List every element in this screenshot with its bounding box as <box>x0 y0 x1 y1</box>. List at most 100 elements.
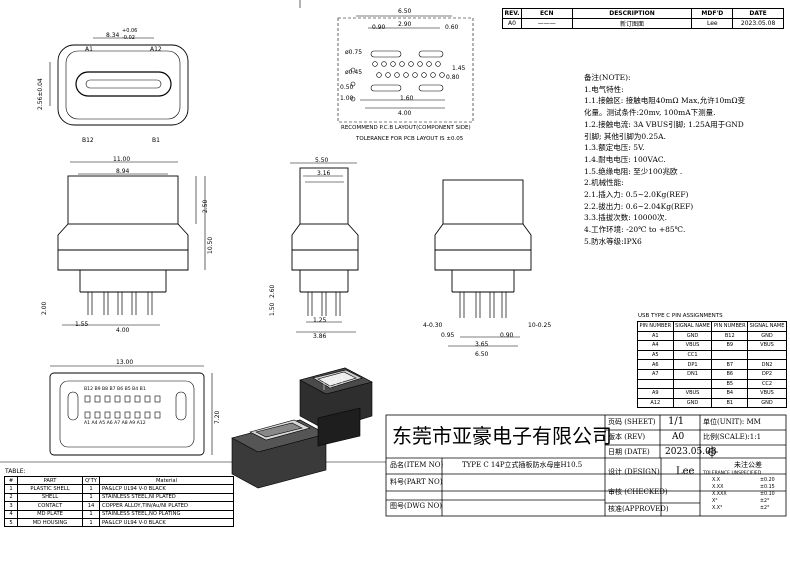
pin-cell <box>672 378 713 390</box>
revision-row: A0 ——— 新订图面 Lee 2023.05.08 <box>502 18 784 29</box>
tolerance-title: 未注公差 <box>734 461 762 469</box>
dim-400: 4.00 <box>398 110 412 117</box>
parts-header: Q'TY <box>82 475 100 486</box>
approved-label: 核准(APPROVED) <box>608 505 669 513</box>
sheet-label: 页码 (SHEET) <box>608 418 656 426</box>
item-value: TYPE C 14P立式插板防水母座H10.5 <box>462 461 583 469</box>
body-width-1: 11.00 <box>113 156 131 163</box>
right-dim-a: 0.95 <box>441 332 455 339</box>
scale-label: 比例(SCALE):1:1 <box>703 433 762 441</box>
note-line: 2.2.拔出力: 0.6~2.04Kg(REF) <box>584 201 694 211</box>
right-dim-c: 3.65 <box>475 341 489 348</box>
pin-header: PIN NUMBER <box>637 321 674 332</box>
description-cell: 新订图面 <box>571 18 693 29</box>
parts-cell: 3 <box>4 501 18 511</box>
parts-cell: 1 <box>4 484 18 494</box>
tolerance-value: ±0.15 <box>760 485 775 490</box>
rev-cell: A0 <box>502 18 522 29</box>
parts-cell: MD HOUSING <box>17 517 83 528</box>
pin-cell: GND <box>747 397 787 409</box>
notes-block: 备注(NOTE): 1.电气特性: 1.1.接触区: 接触电阻40mΩ Max,… <box>584 72 784 248</box>
pin-cell: CC1 <box>672 349 713 361</box>
side-pin-2: 1.50 <box>269 302 276 316</box>
rev-label: 版本 (REV) <box>608 433 646 441</box>
pin-cell: B1 <box>711 397 749 409</box>
dim-290: 2.90 <box>398 21 412 28</box>
front-width: 8.34 <box>106 32 120 39</box>
tolerance-key: X° <box>712 499 718 504</box>
tolerance-value: ±2° <box>760 506 770 511</box>
dim-650: 6.50 <box>398 8 412 15</box>
pin-cell: A6 <box>637 359 674 370</box>
date-cell: 2023.05.08 <box>732 18 784 29</box>
pin-cell: B7 <box>711 359 749 370</box>
front-tol-dn: -0.02 <box>122 35 135 41</box>
pin-cell: DN2 <box>747 359 787 370</box>
front-height: 2.56±0.04 <box>37 78 44 110</box>
pin-cell: GND <box>747 330 787 342</box>
revision-header-row: REV. ECN DESCRIPTION MDF'D DATE <box>502 8 784 19</box>
parts-cell: PA&LCP UL94 V-0 BLACK <box>99 517 234 528</box>
pin-cell: B5 <box>711 378 749 390</box>
body-pin-h: 2.00 <box>41 301 48 315</box>
pin-cell: A9 <box>637 388 674 399</box>
note-line: 1.电气特性: <box>584 84 624 94</box>
design-value: Lee <box>676 466 695 477</box>
dim-075: ø0.75 <box>345 49 363 56</box>
dim-080: 0.80 <box>446 74 460 81</box>
pin-cell: VBUS <box>672 388 713 399</box>
tolerance-key: X.X <box>712 478 721 483</box>
date-header: DATE <box>732 8 784 19</box>
design-label: 设计 (DESIGN) <box>608 468 660 476</box>
pin-cell: GND <box>672 330 713 342</box>
body-base-2: 4.00 <box>116 327 130 334</box>
modified-header: MDF'D <box>691 8 734 19</box>
pin-a12-label: A12 <box>150 46 162 53</box>
dim-160: 1.60 <box>400 95 414 102</box>
parts-cell: 2 <box>4 492 18 503</box>
body-height-2: 2.50 <box>202 199 209 213</box>
pin-cell: B6 <box>711 368 749 380</box>
projection-symbol <box>706 446 718 458</box>
note-line: 备注(NOTE): <box>584 73 631 82</box>
tolerance-key: X.XXX <box>712 492 727 497</box>
note-line: 4.工作环境: -20℃ to +85℃. <box>584 225 686 235</box>
pin-a1-label: A1 <box>85 46 93 53</box>
company-name: 东莞市亚豪电子有限公司 <box>392 424 612 448</box>
pin-cell: A5 <box>637 349 674 361</box>
pin-cell: VBUS <box>747 388 787 399</box>
pin-cell: DN1 <box>672 368 713 380</box>
isometric-connector-render <box>231 367 373 489</box>
note-line: 化量。测试条件:20mv, 100mA下测量. <box>584 108 716 118</box>
pin-cell <box>747 349 787 361</box>
tolerance-key: X.XX <box>712 485 724 490</box>
dim-145: 1.45 <box>452 65 466 72</box>
pin-header: PIN NUMBER <box>711 321 749 332</box>
pin-cell: VBUS <box>672 340 713 351</box>
note-line: 1.4.耐电电压: 100VAC. <box>584 154 666 164</box>
pin-cell <box>711 349 749 361</box>
sheet-value: 1/1 <box>668 416 685 427</box>
right-right-pins: 10-0.25 <box>528 322 552 329</box>
pcb-title: RECOMMEND P.C.B LAYOUT(COMPONENT SIDE) <box>341 125 471 131</box>
body-base-1: 1.55 <box>75 321 89 328</box>
pin-cell: CC2 <box>747 378 787 390</box>
date-label: 日期 (DATE) <box>608 448 650 456</box>
parts-cell: STAINLESS STEEL,NO PLATING <box>99 509 234 519</box>
pcb-tolerance: TOLERANCE FOR PCB LAYOUT IS ±0.05 <box>356 136 464 142</box>
item-label: 品名(ITEM NO) <box>390 461 444 469</box>
pin-b12-label: B12 <box>82 137 94 144</box>
unit-label: 单位(UNIT): MM <box>703 418 761 426</box>
right-dim-d: 6.50 <box>475 351 489 358</box>
note-line: 2.1.插入力: 0.5~2.0Kg(REF) <box>584 190 689 200</box>
bottom-height: 7.20 <box>214 410 221 424</box>
side-width: 5.50 <box>315 157 329 164</box>
